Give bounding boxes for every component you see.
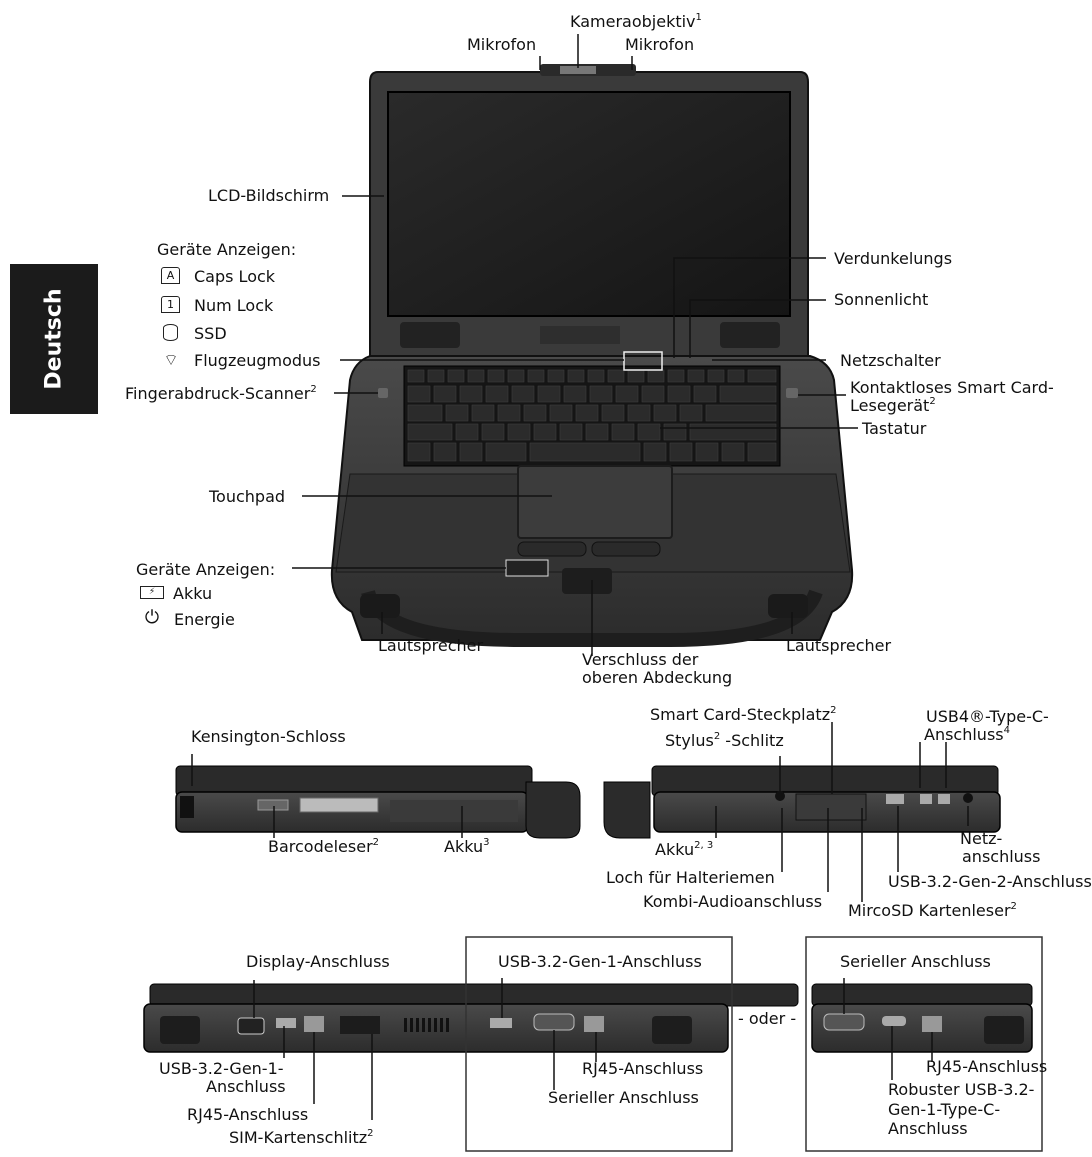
label-audio: Kombi-Audioanschluss [643, 892, 823, 911]
label-usb-gen1-2: Anschluss [206, 1077, 286, 1096]
label-dimming: Verdunkelungs [834, 249, 953, 268]
label-sim-text: SIM-Kartenschlitz [229, 1128, 368, 1147]
label-or: - oder - [738, 1009, 797, 1028]
label-cover-lock-2: oberen Abdeckung [582, 668, 733, 687]
label-smartcard-slot-sup: 2 [830, 704, 837, 716]
label-smartcard-slot: Smart Card-Steckplatz2 [650, 704, 837, 724]
label-usb-gen2: USB-3.2-Gen-2-Anschluss [888, 872, 1092, 891]
label-opt2-rugged-2: Gen-1-Type-C- [888, 1100, 1001, 1119]
label-smartcard-contactless-2: Lesegerät2 [850, 395, 936, 415]
label-microsd: MircoSD Kartenleser2 [848, 900, 1017, 920]
label-fingerprint-text: Fingerabdruck-Scanner [125, 384, 311, 403]
option-box-1 [465, 936, 733, 1152]
label-sim: SIM-Kartenschlitz2 [229, 1127, 374, 1147]
label-stylus-text: Stylus [665, 731, 714, 750]
label-touchpad: Touchpad [209, 487, 286, 506]
label-mic-left: Mikrofon [467, 35, 537, 54]
option-box-2 [805, 936, 1043, 1152]
laptop-rear-view [143, 983, 1033, 1053]
label-ssd: SSD [194, 324, 227, 343]
label-opt2-serial: Serieller Anschluss [840, 952, 991, 971]
label-battery: Akku [173, 584, 213, 603]
power-icon: ⏻ [144, 607, 160, 628]
label-smartcard-contactless-2-text: Lesegerät [850, 396, 930, 415]
label-lcd: LCD-Bildschirm [208, 186, 330, 205]
label-speaker-right: Lautsprecher [786, 636, 892, 655]
laptop-top-view [330, 64, 854, 647]
label-left-battery-sup: 3 [483, 836, 490, 848]
label-energy: Energie [174, 610, 235, 629]
leader-lines [191, 34, 969, 1120]
label-opt2-rugged-3: Anschluss [888, 1119, 968, 1138]
battery-icon: ⚡ [140, 586, 164, 599]
label-left-battery: Akku3 [444, 836, 490, 856]
laptop-left-view [175, 765, 581, 839]
label-num-lock: Num Lock [194, 296, 274, 315]
label-display-port: Display-Anschluss [246, 952, 390, 971]
label-camera-lens-sup: 1 [695, 11, 702, 23]
label-fingerprint-sup: 2 [310, 383, 317, 395]
airplane-mode-icon: ⌔ [163, 350, 179, 369]
label-right-battery: Akku2, 3 [655, 839, 714, 859]
label-usb4-2: Anschluss4 [924, 724, 1010, 744]
label-speaker-left: Lautsprecher [378, 636, 484, 655]
label-camera-lens: Kameraobjektiv1 [570, 11, 702, 31]
label-cover-lock-1: Verschluss der [582, 650, 699, 669]
label-kensington: Kensington-Schloss [191, 727, 346, 746]
label-opt1-usb: USB-3.2-Gen-1-Anschluss [498, 952, 702, 971]
label-stylus-sup: 2 [713, 730, 721, 742]
label-power-jack-1: Netz- [960, 829, 1003, 848]
label-camera-lens-text: Kameraobjektiv [570, 12, 696, 31]
label-usb4-1: USB4®-Type-C- [926, 707, 1049, 726]
label-opt1-rj45: RJ45-Anschluss [582, 1059, 704, 1078]
label-opt2-rj45: RJ45-Anschluss [926, 1057, 1048, 1076]
label-mic-right: Mikrofon [625, 35, 695, 54]
label-airplane: Flugzeugmodus [194, 351, 321, 370]
label-smartcard-contactless-1: Kontaktloses Smart Card- [850, 378, 1054, 397]
caps-lock-icon: A [161, 267, 180, 284]
label-stylus: Stylus2 -Schlitz [665, 730, 784, 750]
label-rear-rj45: RJ45-Anschluss [187, 1105, 309, 1124]
label-stylus-suffix: -Schlitz [720, 731, 784, 750]
label-usb-gen1-1: USB-3.2-Gen-1- [159, 1059, 284, 1078]
label-right-battery-sup: 2, 3 [694, 839, 714, 851]
label-barcode: Barcodeleser2 [268, 836, 380, 856]
label-strap-hole: Loch für Halteriemen [606, 868, 775, 887]
label-barcode-text: Barcodeleser [268, 837, 373, 856]
laptop-right-view [603, 765, 1001, 839]
label-indicators-title: Geräte Anzeigen: [157, 240, 297, 259]
label-sim-sup: 2 [367, 1127, 374, 1139]
label-fingerprint: Fingerabdruck-Scanner2 [125, 383, 317, 403]
label-power-button: Netzschalter [840, 351, 941, 370]
num-lock-icon: 1 [161, 296, 180, 313]
ssd-icon [163, 324, 178, 341]
label-smartcard-contactless-sup: 2 [929, 395, 936, 407]
label-opt1-serial: Serieller Anschluss [548, 1088, 699, 1107]
label-smartcard-slot-text: Smart Card-Steckplatz [650, 705, 831, 724]
label-usb4-sup: 4 [1003, 724, 1010, 736]
label-left-battery-text: Akku [444, 837, 484, 856]
label-sunlight: Sonnenlicht [834, 290, 929, 309]
label-keyboard: Tastatur [862, 419, 927, 438]
label-indicators-title2: Geräte Anzeigen: [136, 560, 276, 579]
language-tab: Deutsch [10, 264, 98, 414]
label-microsd-sup: 2 [1010, 900, 1017, 912]
label-microsd-text: MircoSD Kartenleser [848, 901, 1011, 920]
label-opt2-rugged-1: Robuster USB-3.2- [888, 1080, 1035, 1099]
label-caps-lock: Caps Lock [194, 267, 276, 286]
label-power-jack-2: anschluss [962, 847, 1041, 866]
label-usb4-2-text: Anschluss [924, 725, 1004, 744]
label-right-battery-text: Akku [655, 840, 695, 859]
label-barcode-sup: 2 [372, 836, 380, 848]
